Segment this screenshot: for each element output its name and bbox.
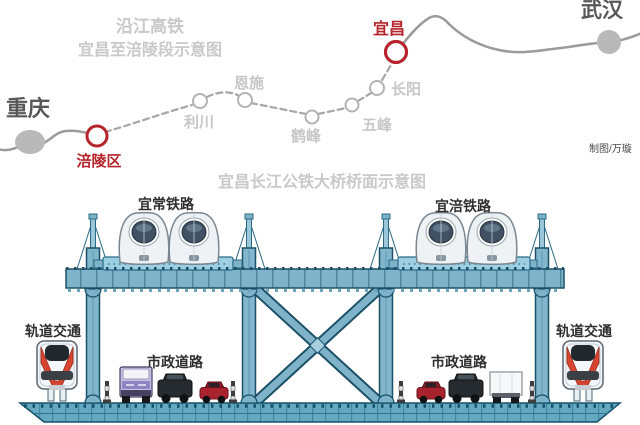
station-marker-lichuan [192, 93, 208, 109]
lower-deck [17, 394, 623, 423]
station-label-changyang: 长阳 [391, 80, 421, 98]
station-label-lichuan: 利川 [184, 113, 214, 131]
station-marker-changyang [369, 80, 385, 96]
x-brace [252, 285, 383, 406]
route-solid-west [0, 129, 91, 152]
station-label-wuhan: 武汉 [581, 0, 624, 22]
upper-deck-right-label: 宜涪铁路 [435, 198, 492, 214]
route-map: 沿江高铁 宜昌至涪陵段示意图 重庆 涪陵区 利川 恩施 鹤峰 五峰 长阳 宜昌 … [0, 0, 640, 191]
bridge-cross-section: 宜常铁路 宜涪铁路 轨道交通 轨道交通 市政道路 市政道路 [17, 196, 623, 423]
metro-right-label: 轨道交通 [556, 323, 612, 339]
station-marker-enshi [237, 92, 253, 108]
road-right-label: 市政道路 [431, 354, 488, 370]
station-marker-chongqing [15, 130, 45, 154]
route-dashed-planned [103, 57, 396, 134]
station-label-enshi: 恩施 [234, 74, 264, 92]
map-title-line1: 沿江高铁 [116, 16, 184, 36]
station-marker-wufeng [344, 97, 360, 113]
station-label-hefeng: 鹤峰 [291, 127, 322, 145]
station-label-chongqing: 重庆 [6, 96, 50, 121]
metro-left-label: 轨道交通 [25, 323, 81, 339]
station-label-wufeng: 五峰 [362, 116, 393, 134]
station-marker-wuhan [597, 30, 621, 54]
station-marker-yichang [383, 39, 409, 65]
station-label-yichang: 宜昌 [373, 19, 405, 38]
bridge-title: 宜昌长江公铁大桥桥面示意图 [218, 172, 426, 191]
station-marker-fuling [85, 124, 109, 148]
upper-deck-left-label: 宜常铁路 [138, 196, 195, 212]
upper-deck-girder [65, 268, 565, 298]
map-title-line2: 宜昌至涪陵段示意图 [78, 40, 222, 59]
station-label-fuling: 涪陵区 [76, 152, 121, 170]
station-marker-hefeng [304, 109, 320, 125]
credit-text: 制图/万璇 [589, 142, 632, 155]
road-left-label: 市政道路 [147, 354, 204, 370]
